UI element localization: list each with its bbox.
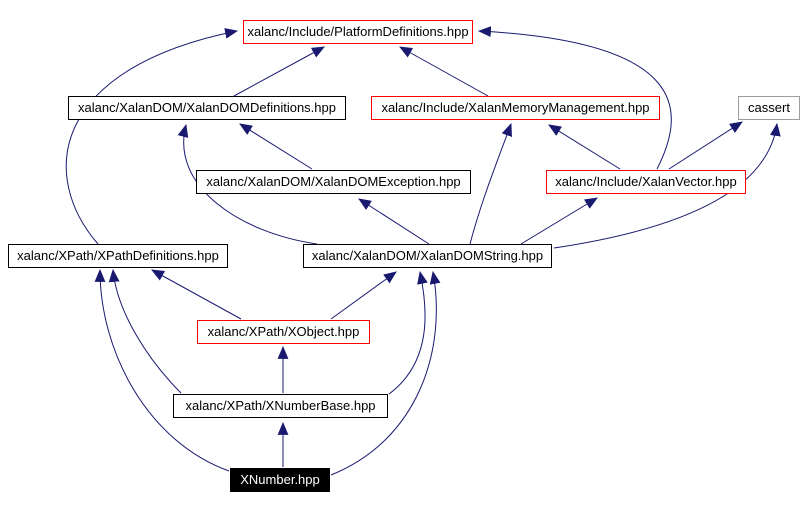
node-xalan-memory-management-hpp[interactable]: xalanc/Include/XalanMemoryManagement.hpp: [371, 96, 660, 120]
edge-xnumber-to-xpathdef: [94, 268, 230, 472]
edge-xnumberbase-to-xpathdef: [108, 268, 182, 394]
edge-domstring-to-vector: [520, 197, 598, 245]
node-xalandom-exception-hpp[interactable]: xalanc/XalanDOM/XalanDOMException.hpp: [196, 170, 471, 194]
node-xobject-hpp[interactable]: xalanc/XPath/XObject.hpp: [197, 320, 370, 344]
node-platform-definitions-hpp[interactable]: xalanc/Include/PlatformDefinitions.hpp: [243, 20, 473, 44]
edge-domstring-to-memmgmt: [469, 122, 512, 245]
node-xnumberbase-hpp[interactable]: xalanc/XPath/XNumberBase.hpp: [173, 394, 388, 418]
edge-xobject-to-domstring: [330, 271, 397, 320]
edge-vector-to-platform: [477, 26, 672, 170]
edge-xnumber-to-domstring: [330, 270, 441, 476]
node-cassert[interactable]: cassert: [738, 96, 800, 120]
node-xalandom-definitions-hpp[interactable]: xalanc/XalanDOM/XalanDOMDefinitions.hpp: [68, 96, 346, 120]
node-xpath-definitions-hpp[interactable]: xalanc/XPath/XPathDefinitions.hpp: [8, 244, 228, 268]
node-xalan-vector-hpp[interactable]: xalanc/Include/XalanVector.hpp: [546, 170, 746, 194]
edge-vector-to-memmgmt: [548, 124, 621, 170]
edge-domstring-to-domdef: [177, 123, 318, 245]
node-xalandom-string-hpp[interactable]: xalanc/XalanDOM/XalanDOMString.hpp: [303, 244, 552, 268]
edge-xobject-to-xpathdef: [151, 269, 242, 320]
edge-exception-to-domdef: [239, 123, 313, 170]
node-xnumber-hpp-root[interactable]: XNumber.hpp: [230, 468, 330, 492]
edge-domstring-to-exception: [358, 198, 430, 245]
edge-xnumberbase-to-domstring: [388, 270, 428, 395]
edge-memmgmt-to-platform: [399, 46, 489, 97]
edge-domdef-to-platform: [233, 46, 325, 97]
edge-xpathdef-to-platform: [65, 28, 239, 245]
edge-domstring-to-cassert: [553, 122, 781, 249]
edge-vector-to-cassert: [668, 121, 743, 170]
